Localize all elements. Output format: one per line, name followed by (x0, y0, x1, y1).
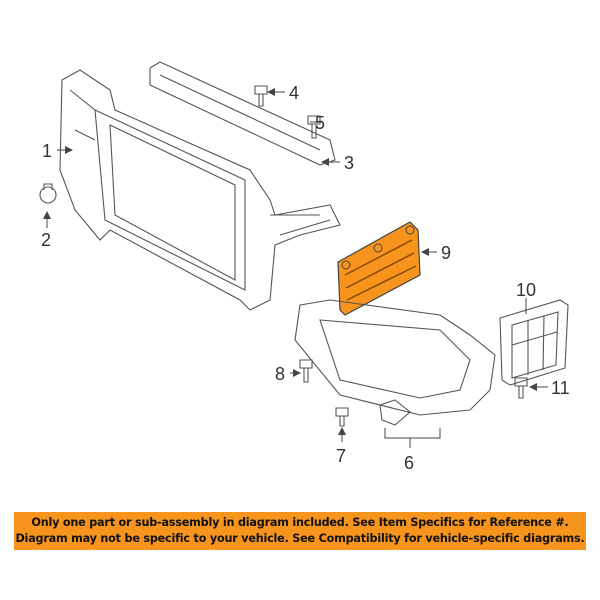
highlighted-part-9 (337, 221, 421, 316)
radiator-support (59, 69, 341, 311)
callout-6: 6 (404, 453, 414, 473)
disclaimer-line-1: Only one part or sub-assembly in diagram… (31, 516, 569, 529)
disclaimer-line-2: Diagram may not be specific to your vehi… (15, 532, 585, 545)
callout-7: 7 (336, 446, 346, 466)
callout-11: 11 (551, 378, 570, 398)
callout-2: 2 (41, 230, 51, 250)
callout-8: 8 (275, 364, 285, 384)
callout-4: 4 (289, 83, 299, 103)
leader-lines (43, 88, 548, 448)
callout-1: 1 (42, 141, 52, 161)
under-cover (294, 299, 496, 426)
callout-10: 10 (516, 280, 536, 300)
callout-9: 9 (441, 243, 451, 263)
upper-bar (149, 61, 336, 166)
part-10 (499, 299, 569, 386)
callout-5: 5 (315, 113, 325, 133)
callout-3: 3 (344, 153, 354, 173)
disclaimer-banner: Only one part or sub-assembly in diagram… (14, 512, 586, 550)
bolts (39, 85, 528, 427)
